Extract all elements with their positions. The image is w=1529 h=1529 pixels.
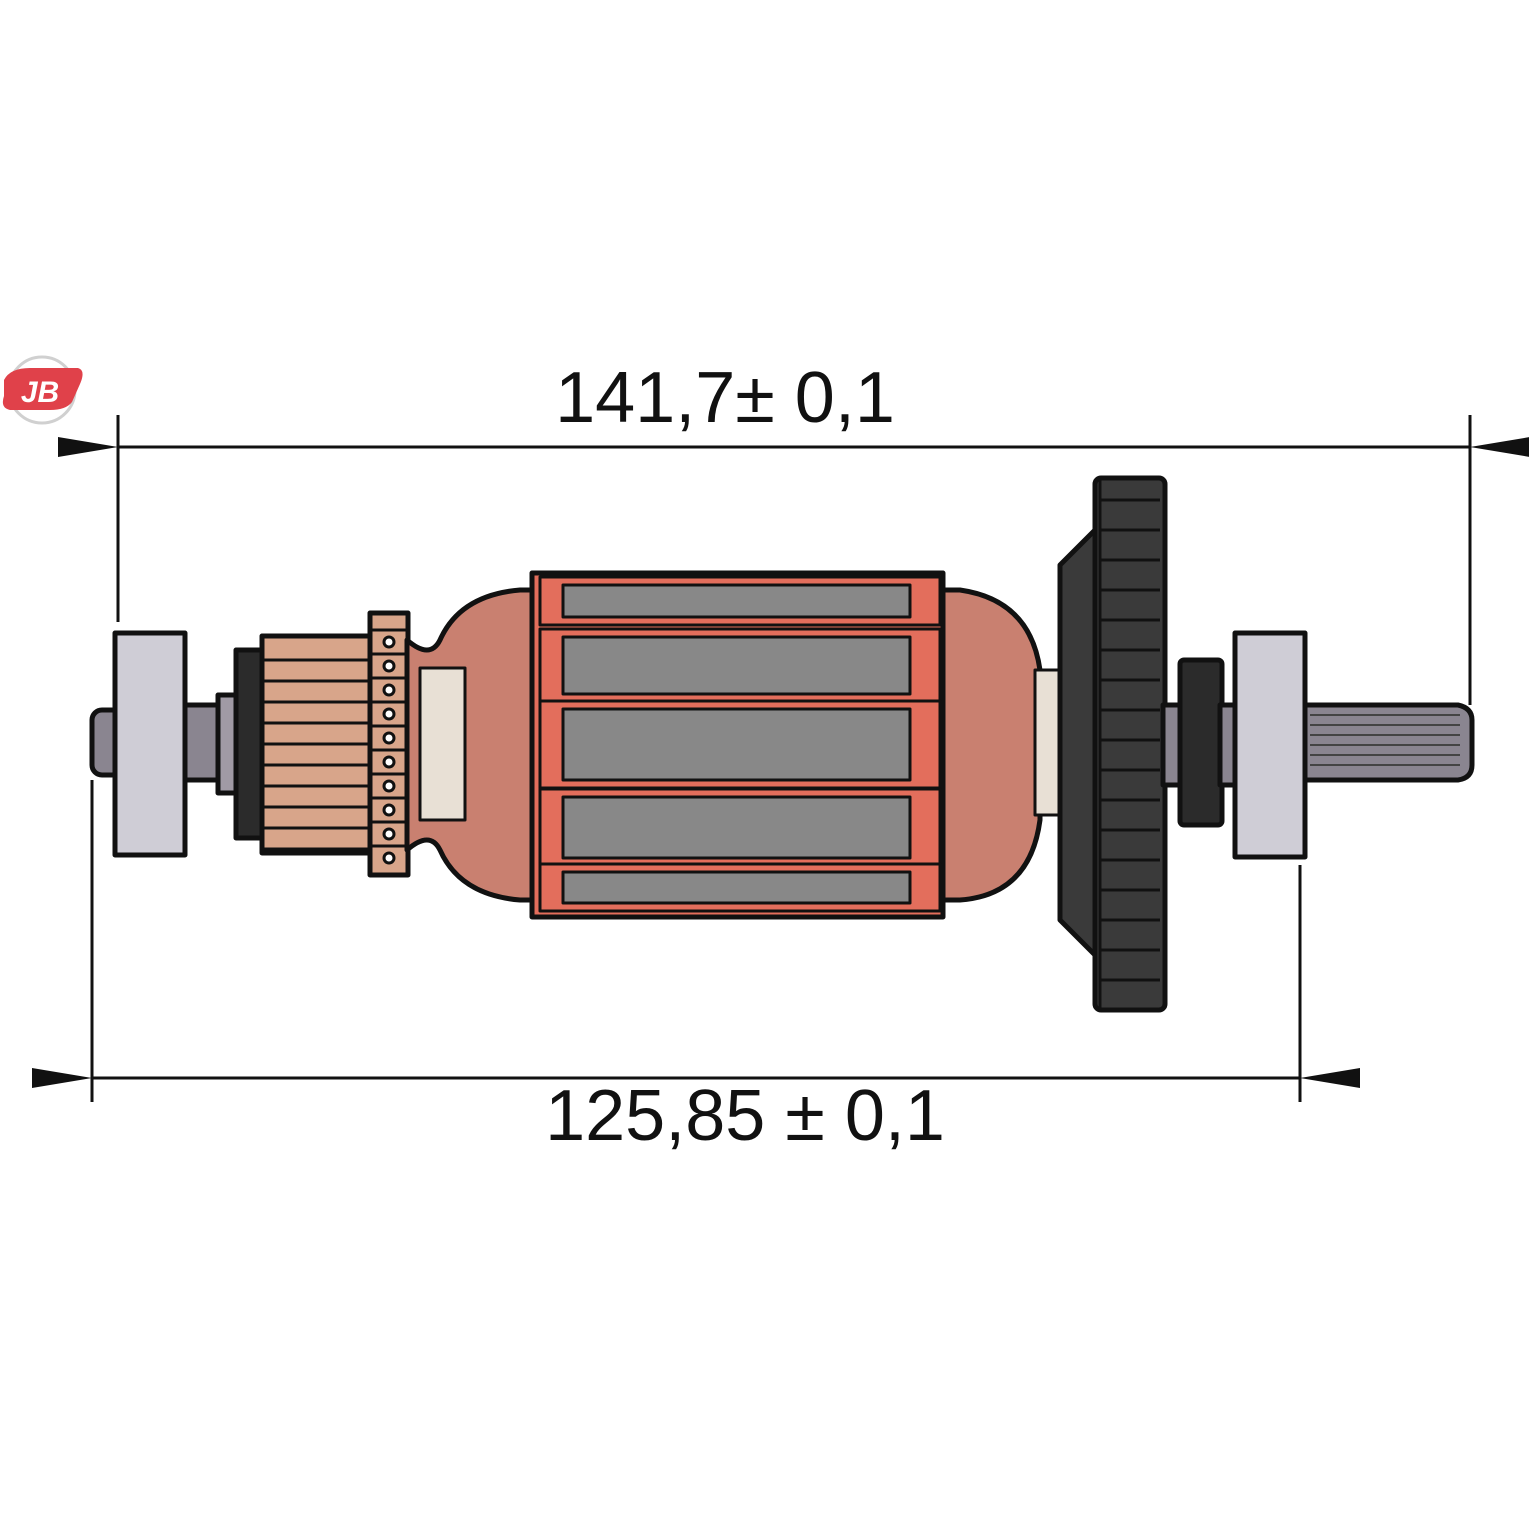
splined-shaft xyxy=(1302,702,1475,783)
bearing-right xyxy=(1232,630,1308,860)
armature-slot xyxy=(561,707,912,782)
bearing-left xyxy=(112,630,188,858)
commutator xyxy=(259,633,375,856)
armature-slot xyxy=(561,870,912,905)
commutator-risers xyxy=(367,610,411,878)
armature-slot xyxy=(561,635,912,696)
svg-text:JB: JB xyxy=(21,376,59,409)
riser-hole xyxy=(382,803,396,817)
lamination-stack xyxy=(529,570,946,920)
dimension-overall xyxy=(58,415,1529,705)
riser-hole xyxy=(382,659,396,673)
riser-hole xyxy=(382,827,396,841)
dimension-bearing-span-label: 125,85 ± 0,1 xyxy=(545,1076,945,1156)
brand-logo: JB xyxy=(2,355,83,425)
riser-hole xyxy=(382,851,396,865)
riser-hole xyxy=(382,755,396,769)
armature-slot xyxy=(561,583,912,619)
shaft-left xyxy=(182,702,223,783)
riser-hole xyxy=(382,635,396,649)
winding-neck-left xyxy=(418,666,467,822)
armature-slot xyxy=(561,795,912,860)
insulator-ring xyxy=(233,647,267,841)
riser-hole xyxy=(382,779,396,793)
dimension-overall-label: 141,7± 0,1 xyxy=(555,358,895,438)
riser-hole xyxy=(382,683,396,697)
dimension-bearing-span xyxy=(32,780,1360,1102)
riser-hole xyxy=(382,707,396,721)
cooling-fan xyxy=(1057,475,1168,1013)
nut xyxy=(1177,657,1225,828)
riser-hole xyxy=(382,731,396,745)
